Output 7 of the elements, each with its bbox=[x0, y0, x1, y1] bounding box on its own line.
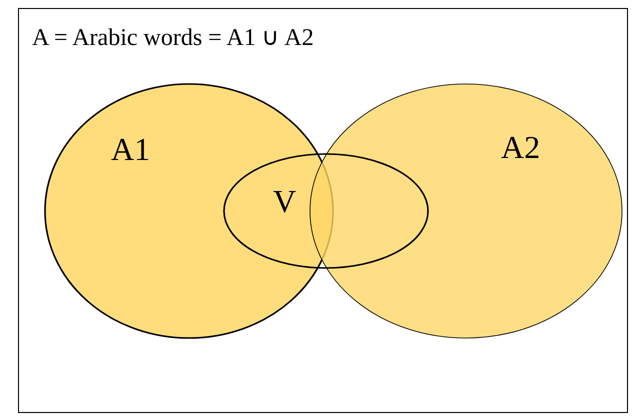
set-label: A1 bbox=[111, 131, 150, 168]
set-ellipse bbox=[223, 153, 429, 269]
set-label: V bbox=[273, 183, 296, 220]
title-text: A = Arabic words = A1 ∪ A2 bbox=[32, 24, 314, 52]
set-ellipse bbox=[309, 83, 623, 339]
set-label: A2 bbox=[501, 129, 540, 166]
frame-panel bbox=[18, 8, 628, 413]
